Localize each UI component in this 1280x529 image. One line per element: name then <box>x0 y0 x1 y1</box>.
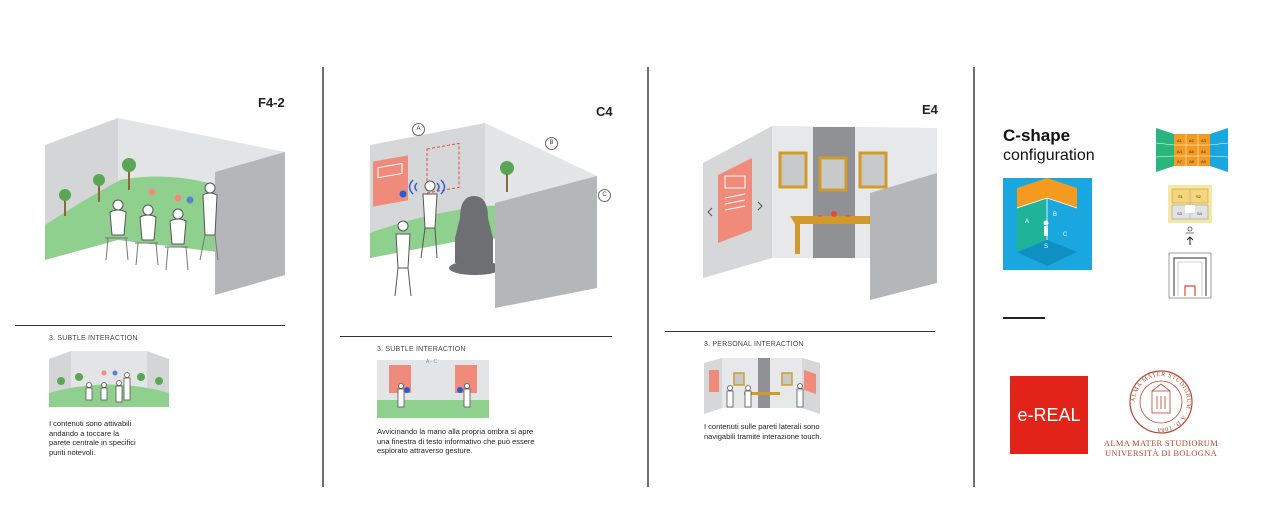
config-title: C-shape <box>1003 126 1071 145</box>
caption-line: parete centrale in specifici <box>49 438 136 447</box>
caption-f4-2: I contenuti sono attivabili andando a to… <box>49 419 136 457</box>
grid-cell: A1 <box>1177 138 1183 143</box>
screen-label: S2 <box>1196 194 1202 199</box>
cube-diagram: A B C S <box>1003 178 1092 270</box>
cube-label-a: A <box>1025 219 1029 225</box>
caption-line: Avvicinando la mano alla propria ombra s… <box>377 427 534 436</box>
config-subtitle: configuration <box>1003 147 1095 164</box>
person-icon <box>1186 226 1194 245</box>
panel-separator-f4-2 <box>15 325 285 326</box>
marker-a: A <box>412 123 425 136</box>
caption-e4: I contenuti sulle pareti laterali sono n… <box>704 422 822 441</box>
caption-line: una finestra di testo informativo che pu… <box>377 436 535 446</box>
cube-label-s: S <box>1044 244 1048 250</box>
room-illustration-f4-2 <box>45 118 285 295</box>
grid-cell: A8 <box>1189 159 1195 164</box>
column-divider <box>647 67 649 487</box>
thumbnail-label-c4: A - C <box>426 359 438 365</box>
cube-label-b: B <box>1053 212 1057 218</box>
caption-line: andando a toccare la <box>49 428 120 438</box>
screen-label: S3 <box>1177 211 1183 216</box>
university-name-line1: ALMA MATER STUDIORUM <box>1103 438 1219 448</box>
university-seal-icon: ALMA MATER STUDIORUM · A.D. 1088 <box>1129 370 1193 434</box>
room-illustration-c4 <box>370 123 597 308</box>
grid-cell: A9 <box>1201 159 1207 164</box>
grid-cell: A2 <box>1189 138 1195 143</box>
grid-cell: A5 <box>1189 149 1195 154</box>
wall-grid-diagram: A1 A2 A3 A4 A5 A6 A7 A8 A9 <box>1156 128 1228 172</box>
column-divider <box>322 67 324 487</box>
ereal-logo: e-REAL <box>1010 376 1088 454</box>
screen-label: S1 <box>1178 194 1184 199</box>
section-label-f4-2: 3. SUBTLE INTERACTION <box>49 335 138 342</box>
thumbnail-f4-2 <box>49 351 169 407</box>
section-label-e4: 3. PERSONAL INTERACTION <box>704 341 804 348</box>
caption-c4: Avvicinando la mano alla propria ombra s… <box>377 427 535 456</box>
caption-line: I contenuti sulle pareti laterali sono <box>704 422 820 431</box>
panel-code-e4: E4 <box>922 102 938 117</box>
grid-cell: A7 <box>1177 159 1183 164</box>
thumbnail-c4 <box>377 360 489 418</box>
panel-separator-e4 <box>665 331 935 332</box>
cube-label-c: C <box>1063 232 1068 238</box>
column-divider <box>973 67 975 487</box>
grid-cell: A6 <box>1201 149 1207 154</box>
caption-line: punti notevoli. <box>49 447 96 457</box>
screen-layout-diagram: S1 S2 S3 S4 <box>1168 185 1212 223</box>
panel-code-f4-2: F4-2 <box>258 95 285 110</box>
caption-line: I contenuti sono attivabili <box>49 419 132 428</box>
caption-line: navigabili tramite interazione touch. <box>704 431 822 441</box>
thumbnail-e4 <box>704 358 820 414</box>
room-illustration-e4 <box>703 126 937 300</box>
section-label-c4: 3. SUBTLE INTERACTION <box>377 346 466 353</box>
panel-code-c4: C4 <box>596 104 613 119</box>
panel-separator-c4 <box>340 336 612 337</box>
university-name: ALMA MATER STUDIORUM UNIVERSITÀ DI BOLOG… <box>1098 438 1224 458</box>
audience-figures <box>109 182 218 245</box>
marker-c: C <box>598 189 611 202</box>
grid-cell: A4 <box>1177 149 1183 154</box>
marker-b: B <box>545 137 558 150</box>
university-name-line2: UNIVERSITÀ DI BOLOGNA <box>1104 448 1218 458</box>
screen-label: S4 <box>1197 211 1203 216</box>
floor-plan-diagram <box>1168 252 1212 299</box>
grid-cell: A3 <box>1201 138 1207 143</box>
tree-icon <box>59 158 136 216</box>
sidebar-rule <box>1003 317 1045 319</box>
caption-line: esplorato attraverso gesture. <box>377 446 473 455</box>
